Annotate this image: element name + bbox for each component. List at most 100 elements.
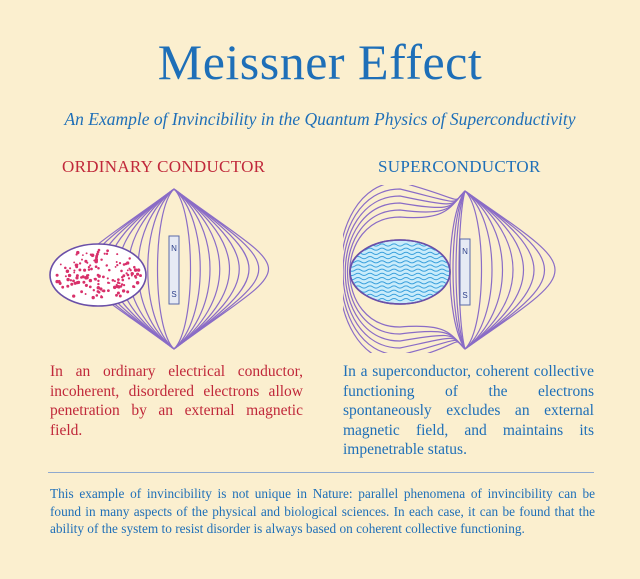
electron-dot <box>131 272 134 275</box>
electron-dot <box>121 278 125 282</box>
electron-dot <box>58 279 61 282</box>
page-subtitle: An Example of Invincibility in the Quant… <box>64 109 576 129</box>
field-line <box>464 190 503 350</box>
electron-dot <box>126 290 130 294</box>
electron-dot <box>118 294 122 298</box>
electron-dot <box>121 289 126 293</box>
field-line <box>464 190 483 350</box>
field-line <box>156 188 175 350</box>
field-line <box>344 190 466 350</box>
electron-dot <box>78 268 82 272</box>
electron-dot <box>136 272 140 276</box>
field-line <box>173 188 192 350</box>
electron-wave <box>350 272 450 276</box>
field-line <box>173 188 201 350</box>
magnet-south-label: S <box>462 291 467 300</box>
field-line <box>173 188 221 350</box>
electron-dot <box>61 285 65 289</box>
electron-dot <box>65 269 70 273</box>
electron-dot <box>55 273 59 277</box>
electron-dot <box>81 258 83 261</box>
electron-dot <box>84 283 88 287</box>
electron-dot <box>120 269 123 273</box>
electron-dot <box>128 257 131 260</box>
field-line <box>173 188 211 350</box>
electron-dot <box>133 285 136 289</box>
electron-dot <box>96 250 100 254</box>
field-line <box>347 190 466 350</box>
electron-dot <box>91 295 95 300</box>
electron-dot <box>103 252 106 255</box>
electron-dot <box>73 261 76 264</box>
electron-dot <box>93 259 96 262</box>
superconductor-heading: SUPERCONDUCTOR <box>378 157 541 176</box>
electron-dot <box>126 269 129 272</box>
electron-dot <box>119 285 123 288</box>
electron-dot <box>114 265 117 268</box>
electron-dot <box>105 264 109 267</box>
electron-dot <box>58 281 62 285</box>
electron-dot <box>69 267 72 270</box>
electron-dot <box>115 261 118 263</box>
electron-dot <box>87 266 90 269</box>
electron-dot <box>64 275 67 278</box>
field-line <box>464 190 535 350</box>
electron-dot <box>100 258 103 261</box>
field-line <box>464 190 493 350</box>
electron-dot <box>72 279 75 283</box>
electron-dot <box>82 280 86 284</box>
electron-dot <box>118 282 121 285</box>
electron-dot <box>92 289 95 292</box>
ordinary-conductor-heading: ORDINARY CONDUCTOR <box>62 157 266 176</box>
electron-dot <box>76 250 80 255</box>
electron-dot <box>116 253 119 256</box>
electron-dot <box>101 290 104 292</box>
superconductor-diagram: N S <box>343 185 556 353</box>
electron-dot <box>73 269 76 272</box>
electron-dot <box>118 261 122 265</box>
electron-dot <box>75 265 79 269</box>
electron-dot <box>96 290 100 293</box>
electron-dot <box>113 280 116 283</box>
electron-dot <box>112 285 117 290</box>
electron-dot <box>116 291 120 295</box>
electron-dot <box>99 287 103 291</box>
electron-dot <box>100 296 104 299</box>
electron-dot <box>96 285 101 290</box>
electron-dot <box>84 259 88 263</box>
page-title: Meissner Effect <box>157 34 483 90</box>
field-line <box>343 185 466 353</box>
electron-dot <box>93 277 96 280</box>
electron-dot <box>75 274 79 278</box>
electron-dot <box>76 263 79 266</box>
electron-dot <box>66 284 70 288</box>
electron-dot <box>87 268 91 271</box>
electron-dot <box>135 281 140 285</box>
electron-dot <box>106 249 109 253</box>
magnet-north-label: N <box>171 244 177 253</box>
field-line <box>464 190 525 350</box>
electron-dot <box>89 264 92 267</box>
field-line <box>173 188 240 350</box>
electron-dot <box>95 254 99 258</box>
electron-dot <box>107 281 110 284</box>
electron-dot <box>70 282 74 286</box>
field-line <box>464 190 556 350</box>
electron-wave <box>350 268 450 272</box>
electron-dot <box>66 277 70 282</box>
electron-dot <box>126 273 130 277</box>
electron-dot <box>125 272 128 275</box>
electron-dot <box>72 294 76 298</box>
electron-dot <box>133 268 138 272</box>
electron-dot <box>78 262 82 265</box>
divider <box>48 472 594 473</box>
field-line <box>458 190 466 350</box>
electron-dot <box>90 267 93 271</box>
field-line <box>173 188 231 350</box>
electron-dot <box>96 273 100 277</box>
electron-dot <box>85 275 89 280</box>
electron-dot <box>122 283 126 287</box>
electron-dot <box>97 279 100 283</box>
electron-dot <box>84 293 87 295</box>
electron-dot <box>139 274 142 278</box>
